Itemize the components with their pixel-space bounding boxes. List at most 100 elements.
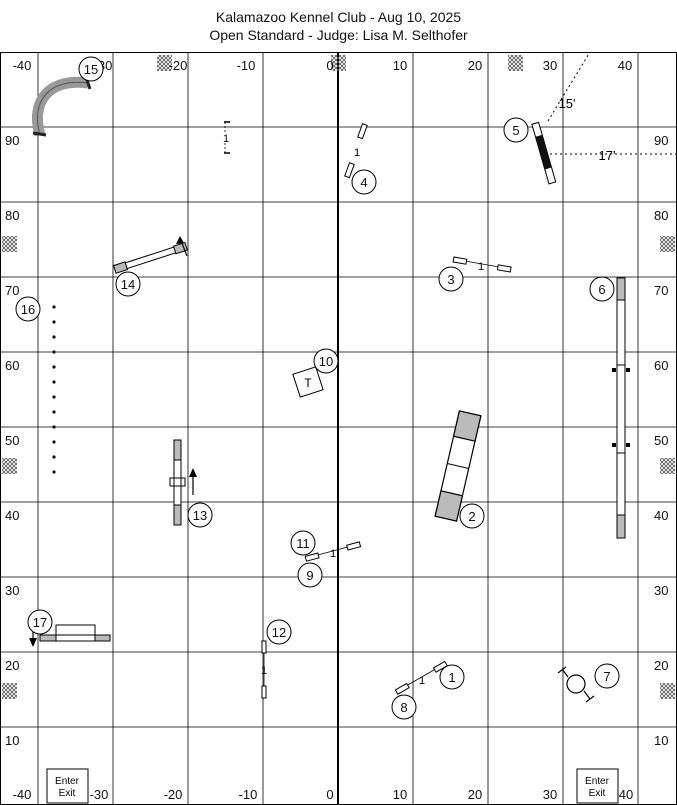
course-subtitle: Open Standard - Judge: Lisa M. Selthofer — [209, 27, 468, 43]
direction-arrow-icon — [176, 236, 184, 244]
number-10: 10 — [313, 348, 339, 374]
number-17: 17 — [27, 609, 53, 635]
top-label: 20 — [468, 58, 482, 73]
number-7: 7 — [594, 663, 620, 689]
number-3: 3 — [438, 266, 464, 292]
spacing-label: 1 — [478, 261, 484, 273]
right-label: 10 — [654, 733, 668, 748]
number-2: 2 — [459, 503, 485, 529]
spacing-label: 1 — [419, 675, 425, 687]
table-label: T — [304, 376, 312, 390]
top-label: -20 — [169, 58, 188, 73]
left-label: 10 — [5, 733, 19, 748]
table-10: T — [292, 366, 324, 398]
obstacle-numbers: 1 2 3 4 5 6 7 8 9 10 11 12 13 14 15 16 1… — [15, 56, 620, 720]
svg-text:5: 5 — [512, 123, 519, 138]
number-14: 14 — [115, 271, 141, 297]
tunnel-15 — [31, 76, 92, 137]
enter-label: Enter — [55, 776, 80, 787]
right-label: 20 — [654, 658, 668, 673]
right-label: 80 — [654, 208, 668, 223]
jump-13 — [169, 439, 197, 526]
course-header: Kalamazoo Kennel Club - Aug 10, 2025 Ope… — [0, 0, 677, 52]
right-label: 40 — [654, 508, 668, 523]
svg-text:10: 10 — [319, 354, 333, 369]
tire-7 — [557, 666, 595, 703]
bottom-label: -10 — [239, 787, 258, 802]
right-label: 30 — [654, 583, 668, 598]
spacing-label: 1 — [261, 665, 267, 677]
svg-text:14: 14 — [121, 277, 135, 292]
aframe-2 — [434, 410, 482, 522]
bottom-label: -30 — [90, 787, 109, 802]
measurement-15ft: 15' — [559, 96, 576, 111]
left-label: 80 — [5, 208, 19, 223]
left-label: 60 — [5, 358, 19, 373]
svg-text:17: 17 — [33, 615, 47, 630]
bottom-label: 20 — [468, 787, 482, 802]
left-label: 30 — [5, 583, 19, 598]
right-label: 90 — [654, 133, 668, 148]
right-label: 60 — [654, 358, 668, 373]
bottom-label: -20 — [164, 787, 183, 802]
number-12: 12 — [266, 619, 292, 645]
svg-text:12: 12 — [272, 625, 286, 640]
spacing-label: 1 — [223, 133, 229, 145]
direction-arrow-icon — [29, 638, 37, 647]
left-label: 40 — [5, 508, 19, 523]
jump-4: 1 — [344, 123, 368, 179]
number-13: 13 — [187, 502, 213, 528]
top-label: -40 — [13, 58, 32, 73]
svg-text:15: 15 — [84, 62, 98, 77]
number-5: 5 — [503, 117, 529, 143]
exit-label: Exit — [59, 788, 76, 799]
svg-text:2: 2 — [468, 509, 475, 524]
weave-16 — [52, 305, 56, 474]
number-8: 8 — [391, 694, 417, 720]
number-4: 4 — [351, 169, 377, 195]
top-label: 0 — [326, 58, 333, 73]
jump-5: 15' 17' — [531, 51, 677, 185]
svg-text:3: 3 — [447, 272, 454, 287]
bottom-label: 40 — [619, 787, 633, 802]
left-label: 70 — [5, 283, 19, 298]
enter-label: Enter — [585, 776, 610, 787]
top-label: 30 — [543, 58, 557, 73]
bottom-label: 0 — [326, 787, 333, 802]
bottom-label: -40 — [13, 787, 32, 802]
left-label: 50 — [5, 433, 19, 448]
number-6: 6 — [589, 276, 615, 302]
svg-text:13: 13 — [193, 508, 207, 523]
enter-exit-box-left: Enter Exit — [46, 768, 89, 804]
number-9: 9 — [297, 562, 323, 588]
jump-17 — [29, 624, 111, 647]
grid — [0, 52, 677, 805]
measurement-17ft: 17' — [599, 148, 616, 163]
svg-text:1: 1 — [448, 670, 455, 685]
top-label: 10 — [393, 58, 407, 73]
course-title: Kalamazoo Kennel Club - Aug 10, 2025 — [215, 9, 462, 25]
jump-14 — [112, 236, 189, 274]
svg-text:6: 6 — [598, 282, 605, 297]
right-label: 50 — [654, 433, 668, 448]
number-16: 16 — [15, 296, 41, 322]
svg-text:4: 4 — [360, 175, 367, 190]
bottom-label: 10 — [393, 787, 407, 802]
svg-text:9: 9 — [306, 568, 313, 583]
left-label: 90 — [5, 133, 19, 148]
number-1: 1 — [439, 664, 465, 690]
number-15: 15 — [78, 56, 104, 82]
right-label: 70 — [654, 283, 668, 298]
enter-exit-box-right: Enter Exit — [576, 768, 619, 804]
exit-label: Exit — [589, 788, 606, 799]
bottom-label: 30 — [543, 787, 557, 802]
hatch-markers — [2, 55, 675, 699]
jump-12: 1 — [261, 640, 267, 699]
spacing-label: 1 — [330, 548, 336, 560]
svg-text:16: 16 — [21, 302, 35, 317]
direction-arrow-icon — [189, 468, 197, 477]
svg-text:11: 11 — [296, 536, 310, 551]
jump-9-11: 1 — [304, 541, 362, 562]
